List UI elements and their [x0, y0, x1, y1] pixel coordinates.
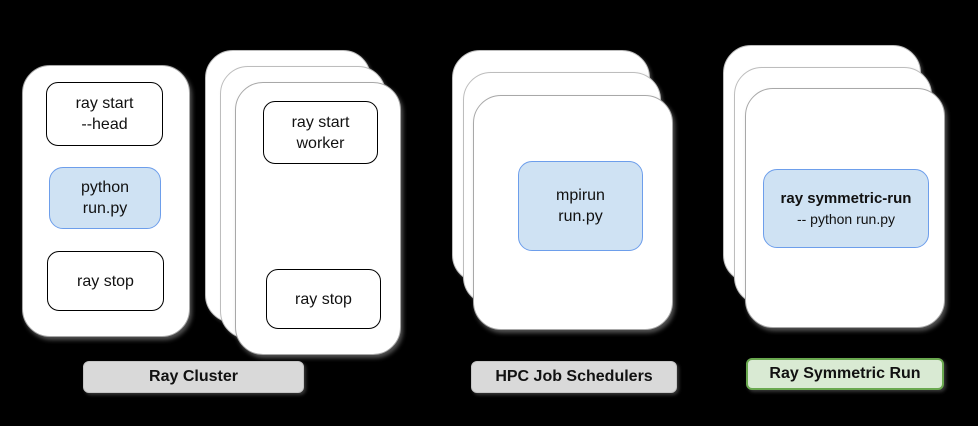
- python-run-box: python run.py: [49, 167, 161, 229]
- command-line: run.py: [558, 208, 603, 225]
- command-line: ray start: [291, 113, 350, 131]
- badge-label: Ray Symmetric Run: [769, 365, 921, 382]
- ray-stop-box: ray stop: [47, 251, 164, 311]
- symmetric-node-card-front: ray symmetric-run -- python run.py: [745, 88, 945, 328]
- badge-label: Ray Cluster: [149, 368, 238, 385]
- command-line: python: [80, 179, 130, 196]
- ray-start-head-box: ray start --head: [46, 82, 163, 146]
- ray-symmetric-run-box: ray symmetric-run -- python run.py: [763, 169, 929, 248]
- ray-symmetric-run-badge: Ray Symmetric Run: [746, 358, 944, 390]
- badge-label: HPC Job Schedulers: [495, 368, 653, 385]
- command-line: -- python run.py: [796, 210, 896, 227]
- ray-cluster-badge: Ray Cluster: [83, 361, 304, 393]
- command-line: mpirun: [556, 187, 605, 204]
- ray-stop-box: ray stop: [266, 269, 381, 329]
- mpirun-box: mpirun run.py: [518, 161, 643, 251]
- ray-start-worker-box: ray start worker: [263, 101, 378, 164]
- hpc-node-card-front: mpirun run.py: [473, 95, 673, 330]
- command-line: run.py: [82, 200, 128, 217]
- ray-head-node-card: ray start --head python run.py ray stop: [22, 65, 190, 337]
- worker-node-card-front: ray start worker ray stop: [235, 82, 401, 355]
- command-line: ray symmetric-run: [780, 189, 912, 207]
- hpc-job-schedulers-badge: HPC Job Schedulers: [471, 361, 677, 393]
- command-line: ray stop: [77, 272, 134, 290]
- command-line: ray stop: [295, 290, 352, 308]
- command-line: ray start: [75, 95, 134, 112]
- command-line: --head: [81, 116, 128, 133]
- command-line: worker: [296, 134, 345, 152]
